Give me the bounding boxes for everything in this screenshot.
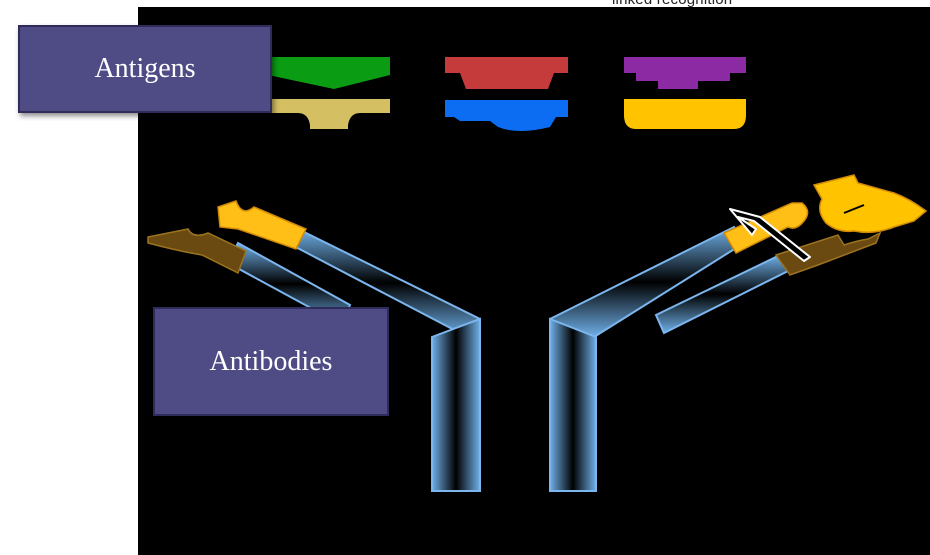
red-antigen-shape bbox=[445, 57, 568, 89]
right-heavy-chain-arm bbox=[550, 227, 744, 337]
antibodies-label-box: Antibodies bbox=[153, 307, 389, 416]
purple-antigen-shape bbox=[624, 57, 746, 89]
antigen-pair-red-blue bbox=[445, 57, 568, 131]
antibody-right-heavy-chain bbox=[550, 203, 808, 491]
blue-antigen-shape bbox=[445, 100, 568, 131]
yellow-antigen-shape bbox=[624, 99, 746, 129]
left-light-chain-tip bbox=[148, 229, 246, 273]
antibody-right-light-chain bbox=[656, 233, 880, 333]
tan-antigen-shape bbox=[268, 99, 390, 129]
antibodies-label: Antibodies bbox=[210, 346, 333, 378]
right-heavy-chain-stem bbox=[550, 319, 596, 491]
bound-yellow-antigen bbox=[814, 175, 926, 232]
left-heavy-chain-tip bbox=[218, 201, 306, 249]
left-heavy-chain-stem bbox=[432, 319, 480, 491]
antigen-pair-purple-yellow bbox=[624, 57, 746, 129]
antigens-label: Antigens bbox=[94, 53, 195, 85]
right-light-chain-tip bbox=[776, 233, 880, 275]
antigen-pair-green-tan bbox=[268, 57, 390, 129]
antigens-label-box: Antigens bbox=[18, 25, 272, 113]
green-antigen-shape bbox=[268, 57, 390, 89]
